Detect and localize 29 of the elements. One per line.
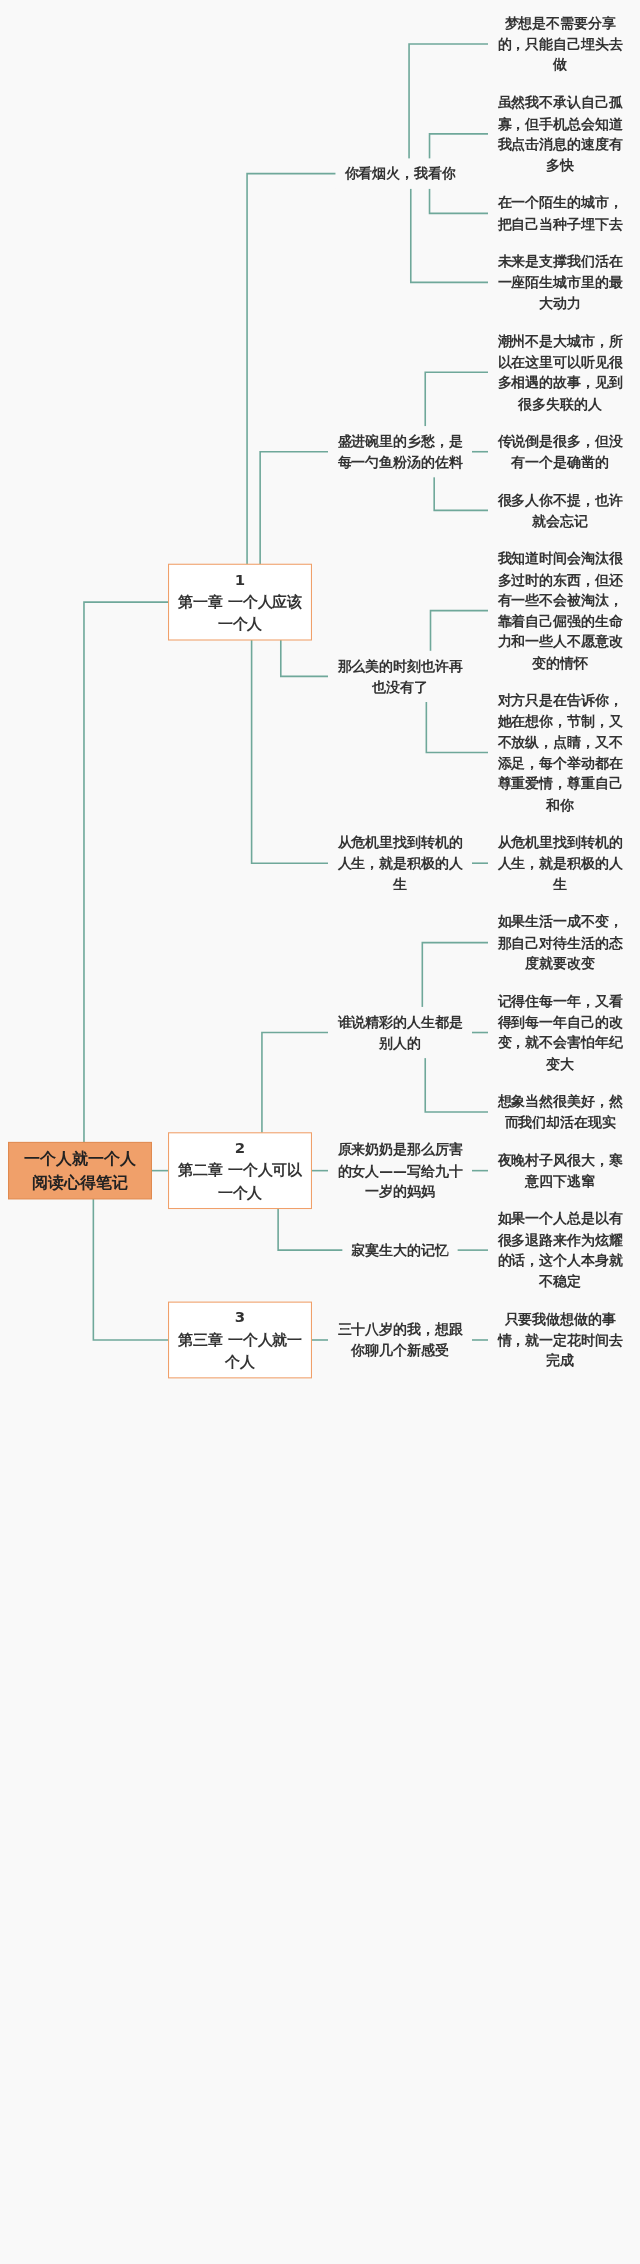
node-text: 传说倒是很多，但没有一个是确凿的 xyxy=(497,433,623,470)
node-text: 记得住每一年，又看得到每一年自己的改变，就不会害怕年纪变大 xyxy=(497,993,623,1072)
node-text: 寂寞生大的记忆 xyxy=(351,1241,449,1258)
node-text: 三十八岁的我，想跟你聊几个新感受 xyxy=(337,1321,463,1359)
node-text: 你看烟火，我看你 xyxy=(344,165,456,182)
node-box: 2 第二章 一个人可以一个人 xyxy=(168,1132,312,1210)
node-text: 潮州不是大城市，所以在这里可以听见很多相遇的故事，见到很多失联的人 xyxy=(497,332,623,412)
node-text: 谁说精彩的人生都是别人的 xyxy=(337,1013,463,1051)
node-text: 那么美的时刻也许再也没有了 xyxy=(337,657,463,695)
node-text: 梦想是不需要分享的，只能自己埋头去做 xyxy=(497,14,623,73)
node-text: 很多人你不提，也许就会忘记 xyxy=(497,491,623,529)
node-text: 我知道时间会淘汰很多过时的东西，但还有一些不会被淘汰，靠着自己倔强的生命力和一些人不愿意改变的情怀 xyxy=(497,550,623,671)
node-text: 未来是支撑我们活在一座陌生城市里的最大动力 xyxy=(497,253,623,311)
node-text: 在一个陌生的城市，把自己当种子埋下去 xyxy=(497,194,623,232)
node-text: 对方只是在告诉你，她在想你，节制，又不放纵，点睛，又不添足，每个举动都在尊重爱情，尊重自己和你 xyxy=(497,692,623,813)
node-text: 想象当然很美好，然而我们却活在现实 xyxy=(497,1093,623,1131)
node-text: 原来奶奶是那么厉害的女人——写给九十一岁的妈妈 xyxy=(337,1141,463,1200)
connector xyxy=(246,172,337,566)
node-text: 盛进碗里的乡愁，是每一勺鱼粉汤的佐料 xyxy=(337,433,463,470)
node-box: 一个人就一个人阅读心得笔记 xyxy=(8,1141,152,1200)
node-box: 1 第一章 一个人应该一个人 xyxy=(168,563,312,641)
node-text: 如果生活一成不变，那自己对待生活的态度就要改变 xyxy=(497,913,623,972)
node-text: 如果一个人总是以有很多退路来作为炫耀的话，这个人本身就不稳定 xyxy=(497,1210,623,1290)
node-text: 只要我做想做的事情，就一定花时间去完成 xyxy=(497,1310,623,1369)
node-text: 从危机里找到转机的人生，就是积极的人生 xyxy=(497,834,623,892)
node-text: 夜晚村子风很大，寒意四下逃窜 xyxy=(497,1151,623,1189)
node-text: 虽然我不承认自己孤寡，但手机总会知道我点击消息的速度有多快 xyxy=(497,94,623,173)
node-box: 3 第三章 一个人就一个人 xyxy=(168,1301,312,1379)
node-text: 从危机里找到转机的人生，就是积极的人生 xyxy=(337,834,463,892)
